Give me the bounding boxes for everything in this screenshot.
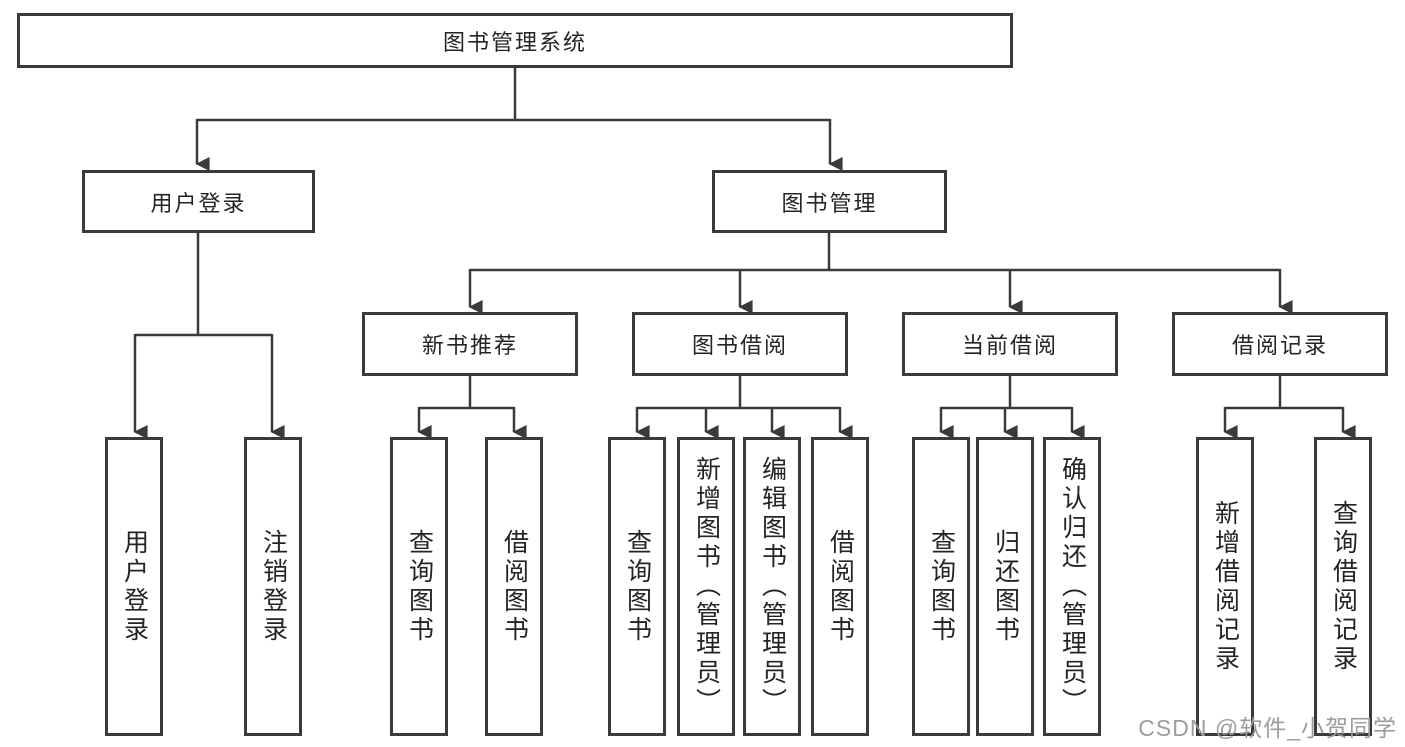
leaf-borrow-books-recommend: 借阅图书: [485, 437, 543, 736]
connector-book-management: [470, 233, 1280, 272]
leaf-add-book-admin: 新增图书（管理员）: [677, 437, 735, 736]
leaf-query-books-current-label: 查询图书: [927, 528, 956, 645]
csdn-watermark: CSDN @软件_小贺同学: [1138, 715, 1397, 741]
connector-book-borrow: [637, 376, 840, 410]
leaf-return-book-label: 归还图书: [991, 528, 1020, 645]
leaf-query-books-borrow-label: 查询图书: [623, 528, 652, 645]
node-root: 图书管理系统: [17, 13, 1013, 68]
node-root-label: 图书管理系统: [442, 29, 587, 55]
node-book-borrow: 图书借阅: [632, 312, 848, 376]
connector-new-book: [419, 376, 514, 410]
leaf-query-books-current: 查询图书: [912, 437, 970, 736]
leaf-edit-book-admin-label: 编辑图书（管理员）: [758, 456, 787, 717]
node-book-management-label: 图书管理: [781, 190, 878, 216]
leaf-query-borrow-record: 查询借阅记录: [1314, 437, 1372, 736]
leaf-query-books-recommend: 查询图书: [390, 437, 448, 736]
connector-borrow-records: [1225, 376, 1343, 410]
leaf-add-borrow-record: 新增借阅记录: [1196, 437, 1254, 736]
leaf-borrow-books-label: 借阅图书: [826, 528, 855, 645]
node-user-login: 用户登录: [82, 170, 315, 233]
leaf-query-books-borrow: 查询图书: [608, 437, 666, 736]
leaf-confirm-return-admin: 确认归还（管理员）: [1043, 437, 1101, 736]
node-book-borrow-label: 图书借阅: [691, 333, 788, 358]
node-current-borrow-label: 当前借阅: [961, 333, 1058, 358]
leaf-edit-book-admin: 编辑图书（管理员）: [743, 437, 801, 736]
leaf-borrow-books: 借阅图书: [811, 437, 869, 736]
leaf-return-book: 归还图书: [976, 437, 1034, 736]
leaf-add-borrow-record-label: 新增借阅记录: [1211, 499, 1240, 674]
leaf-logout-label: 注销登录: [259, 528, 288, 645]
leaf-confirm-return-admin-label: 确认归还（管理员）: [1058, 456, 1087, 717]
node-new-book-recommend: 新书推荐: [362, 312, 578, 376]
leaf-user-login-label: 用户登录: [120, 528, 149, 645]
connector-root: [197, 68, 830, 122]
leaf-user-login: 用户登录: [105, 437, 163, 736]
connector-current-borrow: [941, 376, 1072, 410]
leaf-borrow-books-recommend-label: 借阅图书: [500, 528, 529, 645]
leaf-add-book-admin-label: 新增图书（管理员）: [692, 456, 721, 717]
node-current-borrow: 当前借阅: [902, 312, 1118, 376]
connector-user-login: [135, 233, 272, 337]
node-user-login-label: 用户登录: [150, 190, 247, 216]
leaf-query-borrow-record-label: 查询借阅记录: [1329, 499, 1358, 674]
leaf-logout: 注销登录: [244, 437, 302, 736]
node-borrow-records: 借阅记录: [1172, 312, 1388, 376]
node-book-management: 图书管理: [712, 170, 947, 233]
leaf-query-books-recommend-label: 查询图书: [405, 528, 434, 645]
node-new-book-recommend-label: 新书推荐: [421, 333, 518, 358]
node-borrow-records-label: 借阅记录: [1231, 333, 1328, 358]
